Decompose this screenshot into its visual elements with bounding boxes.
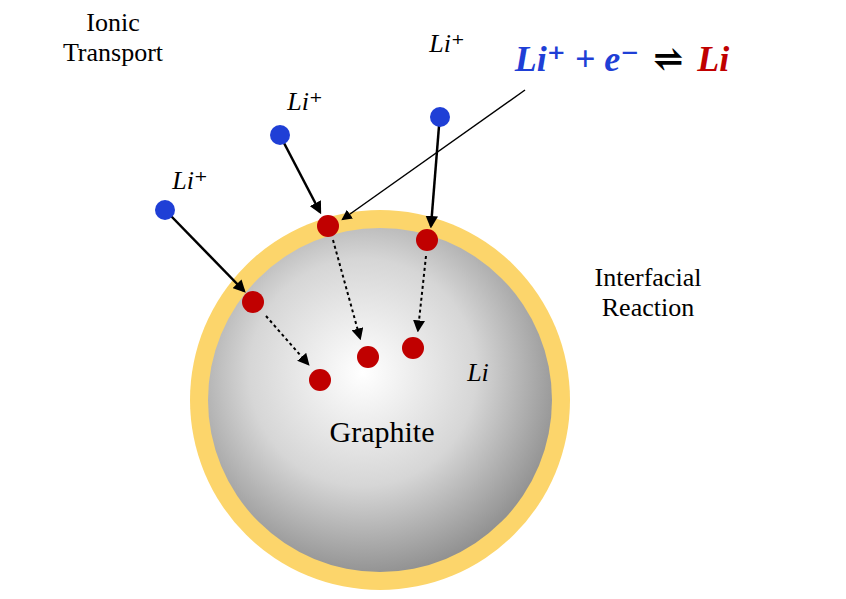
lithium-atoms — [242, 215, 438, 391]
lithium-atom-dot — [242, 291, 264, 313]
lithium-ion-dot — [430, 107, 450, 127]
diffusion-arrow — [266, 316, 308, 364]
lithium-ion-dot — [270, 125, 290, 145]
transport-arrow — [284, 143, 320, 212]
lithium-ion-dot — [155, 200, 175, 220]
leader-line — [343, 90, 525, 219]
lithium-atom-dot — [416, 229, 438, 251]
diffusion-arrows — [266, 240, 426, 364]
ion-label: Li⁺ — [172, 166, 207, 196]
lithium-ions — [155, 107, 450, 220]
reaction-arrow: ⇌ — [653, 39, 683, 80]
transport-arrow — [431, 126, 439, 226]
graphite-core — [208, 228, 552, 572]
material-label: Graphite — [330, 415, 435, 450]
reaction-equation: Li⁺ + e⁻ ⇌ Li — [515, 39, 730, 80]
transport-arrows — [171, 126, 439, 291]
transport-arrow — [171, 216, 244, 291]
reaction-reactants: Li⁺ + e⁻ — [515, 39, 640, 80]
lithium-label: Li — [467, 358, 489, 388]
lithium-atom-dot — [317, 215, 339, 237]
lithium-atom-dot — [309, 369, 331, 391]
diffusion-arrow — [418, 256, 426, 330]
process-label: Ionic Transport — [48, 8, 178, 68]
ion-label: Li⁺ — [287, 87, 322, 117]
lithium-atom-dot — [402, 337, 424, 359]
process-label: Interfacial Reaction — [573, 263, 723, 323]
lithium-atom-dot — [357, 346, 379, 368]
graphite-fill — [208, 228, 552, 572]
ion-label: Li⁺ — [429, 29, 464, 59]
reaction-product: Li — [697, 39, 729, 80]
diffusion-arrow — [333, 240, 360, 338]
sei-shell — [190, 210, 570, 590]
graphite-particle: LiGraphite — [208, 228, 552, 572]
